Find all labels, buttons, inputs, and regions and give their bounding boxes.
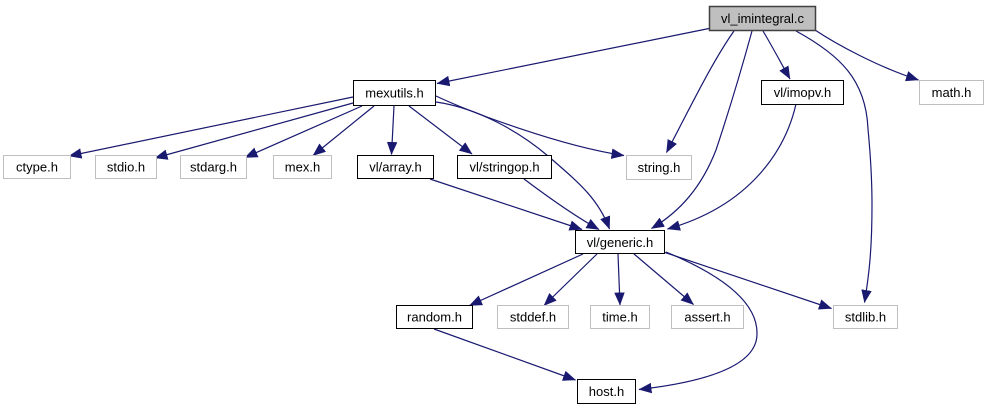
svg-text:time.h: time.h [602, 310, 637, 325]
svg-text:vl/generic.h: vl/generic.h [587, 235, 653, 250]
svg-text:stdlib.h: stdlib.h [845, 310, 886, 325]
svg-text:stdio.h: stdio.h [107, 160, 145, 175]
svg-text:random.h: random.h [407, 310, 462, 325]
svg-text:stddef.h: stddef.h [510, 310, 556, 325]
svg-text:stdarg.h: stdarg.h [190, 160, 237, 175]
svg-text:mexutils.h: mexutils.h [365, 86, 424, 101]
svg-text:string.h: string.h [638, 160, 681, 175]
svg-text:vl/stringop.h: vl/stringop.h [469, 160, 539, 175]
svg-text:vl_imintegral.c: vl_imintegral.c [721, 11, 805, 26]
svg-text:vl/array.h: vl/array.h [369, 160, 422, 175]
svg-text:ctype.h: ctype.h [16, 160, 58, 175]
svg-text:mex.h: mex.h [285, 160, 320, 175]
svg-text:vl/imopv.h: vl/imopv.h [774, 85, 832, 100]
svg-text:assert.h: assert.h [684, 310, 730, 325]
svg-text:host.h: host.h [589, 384, 624, 399]
svg-text:math.h: math.h [932, 85, 972, 100]
